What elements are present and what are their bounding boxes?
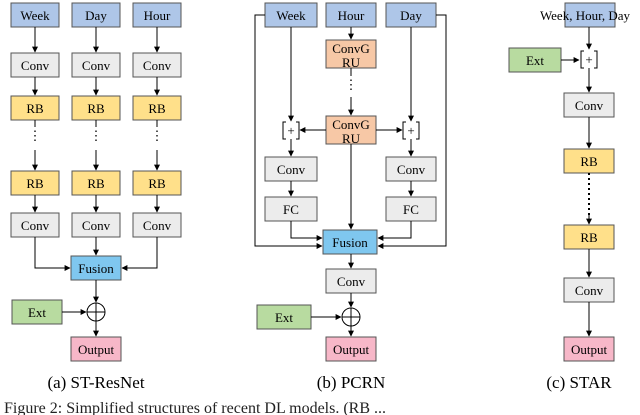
- pcrn-conv-right: Conv: [385, 156, 437, 182]
- plus-icon: +: [287, 123, 294, 138]
- st-resnet-ext: Ext: [11, 299, 63, 325]
- st-resnet-rb-1a: RB: [10, 95, 60, 121]
- conv-label: Conv: [397, 162, 426, 177]
- star-rb-1: RB: [563, 148, 615, 174]
- conv-label: Conv: [21, 58, 50, 73]
- star-input-label: Week, Hour, Day: [540, 8, 631, 23]
- conv-label: Conv: [575, 283, 604, 298]
- star-output: Output: [563, 336, 615, 362]
- st-resnet-fusion: Fusion: [70, 255, 122, 281]
- st-resnet-week-label: Week: [20, 8, 50, 23]
- convgru-label-top: ConvG: [332, 117, 370, 132]
- fusion-label: Fusion: [332, 235, 368, 250]
- conv-label: Conv: [277, 162, 306, 177]
- star-conv-1: Conv: [563, 92, 615, 118]
- hour-label: Hour: [338, 8, 365, 23]
- rb-label: RB: [148, 101, 166, 116]
- st-resnet-hour-label: Hour: [144, 8, 171, 23]
- plus-icon: +: [585, 52, 592, 67]
- pcrn-output: Output: [325, 336, 377, 362]
- plus-icon: +: [407, 123, 414, 138]
- caption-pcrn: (b) PCRN: [317, 373, 385, 392]
- st-resnet-rb-1c: RB: [132, 95, 182, 121]
- pcrn-convgru-bottom: ConvG RU: [325, 115, 377, 146]
- rb-label: RB: [580, 230, 598, 245]
- star-conv-2: Conv: [563, 277, 615, 303]
- conv-label: Conv: [575, 98, 604, 113]
- ext-label: Ext: [28, 305, 46, 320]
- conv-label: Conv: [82, 58, 111, 73]
- st-resnet-day-input: Day: [71, 2, 121, 28]
- fc-label: FC: [283, 202, 299, 217]
- st-resnet-diagram: Week Day Hour Conv Conv Conv: [10, 2, 182, 392]
- st-resnet-conv-2a: Conv: [10, 212, 60, 238]
- caption-star: (c) STAR: [546, 373, 612, 392]
- day-label: Day: [400, 8, 422, 23]
- st-resnet-conv-1b: Conv: [71, 52, 121, 78]
- convgru-label-bottom: RU: [342, 131, 361, 146]
- st-resnet-rb-1b: RB: [71, 95, 121, 121]
- rb-label: RB: [26, 176, 44, 191]
- fusion-label: Fusion: [78, 261, 114, 276]
- pcrn-week-input: Week: [264, 2, 318, 28]
- st-resnet-conv-1a: Conv: [10, 52, 60, 78]
- st-resnet-rb-2c: RB: [132, 170, 182, 196]
- st-resnet-output: Output: [70, 336, 122, 362]
- pcrn-fusion: Fusion: [322, 229, 378, 255]
- st-resnet-conv-1c: Conv: [132, 52, 182, 78]
- rb-label: RB: [148, 176, 166, 191]
- st-resnet-conv-2c: Conv: [132, 212, 182, 238]
- convgru-label-bottom: RU: [342, 55, 361, 70]
- ext-label: Ext: [526, 53, 544, 68]
- pcrn-convgru-top: ConvG RU: [325, 39, 377, 70]
- pcrn-conv-final: Conv: [325, 268, 377, 294]
- conv-label: Conv: [337, 274, 366, 289]
- output-label: Output: [333, 342, 370, 357]
- pcrn-ext: Ext: [256, 304, 312, 330]
- rb-label: RB: [87, 101, 105, 116]
- week-label: Week: [276, 8, 306, 23]
- rb-label: RB: [26, 101, 44, 116]
- pcrn-hour-input: Hour: [325, 2, 377, 28]
- st-resnet-add-node: [86, 302, 106, 322]
- ellipsis-icon: ⋮: [90, 128, 103, 143]
- pcrn-add-node: [341, 307, 361, 327]
- st-resnet-conv-2b: Conv: [71, 212, 121, 238]
- star-input: Week, Hour, Day: [540, 2, 631, 28]
- pcrn-day-input: Day: [385, 2, 437, 28]
- rb-label: RB: [87, 176, 105, 191]
- conv-label: Conv: [21, 218, 50, 233]
- pcrn-fc-right: FC: [385, 196, 437, 222]
- ellipsis-icon: ⋮: [151, 128, 164, 143]
- st-resnet-rb-2b: RB: [71, 170, 121, 196]
- fc-label: FC: [403, 202, 419, 217]
- st-resnet-rb-2a: RB: [10, 170, 60, 196]
- ext-label: Ext: [275, 310, 293, 325]
- caption-st-resnet: (a) ST-ResNet: [47, 373, 144, 392]
- st-resnet-hour-input: Hour: [132, 2, 182, 28]
- pcrn-diagram: Week Hour Day ConvG RU ⋮ ConvG RU: [254, 2, 447, 392]
- star-diagram: Week, Hour, Day + Ext Conv RB RB: [508, 2, 631, 392]
- star-add-node: +: [580, 50, 598, 69]
- star-rb-2: RB: [563, 224, 615, 250]
- st-resnet-day-label: Day: [85, 8, 107, 23]
- conv-label: Conv: [143, 218, 172, 233]
- convgru-label-top: ConvG: [332, 41, 370, 56]
- star-ext: Ext: [508, 47, 562, 73]
- rb-label: RB: [580, 154, 598, 169]
- pcrn-fc-left: FC: [264, 196, 318, 222]
- conv-label: Conv: [143, 58, 172, 73]
- output-label: Output: [78, 342, 115, 357]
- conv-label: Conv: [82, 218, 111, 233]
- ellipsis-icon: ⋮: [345, 77, 358, 92]
- figure-caption: Figure 2: Simplified structures of recen…: [4, 400, 386, 415]
- pcrn-conv-left: Conv: [264, 156, 318, 182]
- pcrn-add-node-left: +: [282, 121, 300, 140]
- ellipsis-icon: ⋮: [29, 128, 42, 143]
- pcrn-add-node-right: +: [402, 121, 420, 140]
- output-label: Output: [571, 342, 608, 357]
- st-resnet-week-input: Week: [10, 2, 60, 28]
